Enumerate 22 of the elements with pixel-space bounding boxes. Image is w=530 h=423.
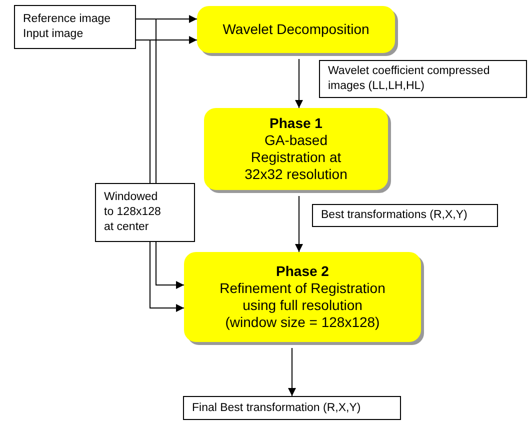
arrow bbox=[156, 242, 184, 289]
box-text: Input image bbox=[23, 27, 84, 42]
box-text: Refinement of Registration using full resolution (window size = 128x128) bbox=[218, 280, 386, 331]
box-text: GA-based Registration at 32x32 resolution bbox=[244, 132, 348, 183]
arrow bbox=[295, 58, 303, 108]
arrow bbox=[295, 196, 303, 252]
arrow bbox=[288, 348, 296, 396]
box-text: Windowed to 128x128 at center bbox=[104, 190, 162, 235]
note-box bbox=[14, 5, 136, 49]
edge-label: Wavelet coefficient compressed images (LL,LH,HL) bbox=[319, 60, 527, 98]
process-box bbox=[204, 108, 388, 190]
box-heading: Phase 2 bbox=[276, 263, 329, 280]
edge-label: Best transformations (R,X,Y) bbox=[312, 204, 498, 227]
box-heading: Phase 1 bbox=[270, 115, 322, 132]
process-box bbox=[184, 252, 421, 342]
note-box bbox=[95, 183, 195, 242]
arrow bbox=[150, 242, 184, 312]
process-box bbox=[197, 6, 395, 53]
box-text: Reference image bbox=[23, 12, 111, 27]
box-text: Wavelet Decomposition bbox=[222, 21, 370, 38]
box-text: Final Best transformation (R,X,Y) bbox=[192, 400, 361, 416]
note-box bbox=[183, 396, 401, 420]
